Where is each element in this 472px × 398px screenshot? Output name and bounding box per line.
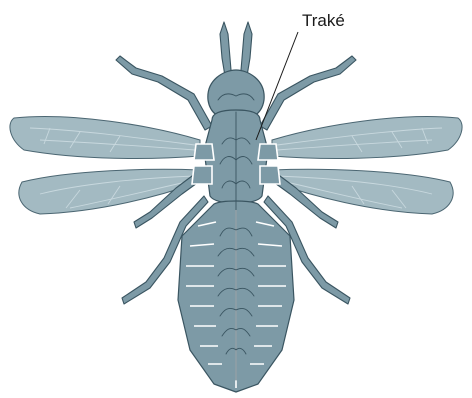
left-front-leg	[116, 56, 212, 130]
left-forewing	[10, 117, 200, 159]
right-forewing	[272, 117, 462, 159]
trachea-label: Traké	[302, 11, 345, 30]
